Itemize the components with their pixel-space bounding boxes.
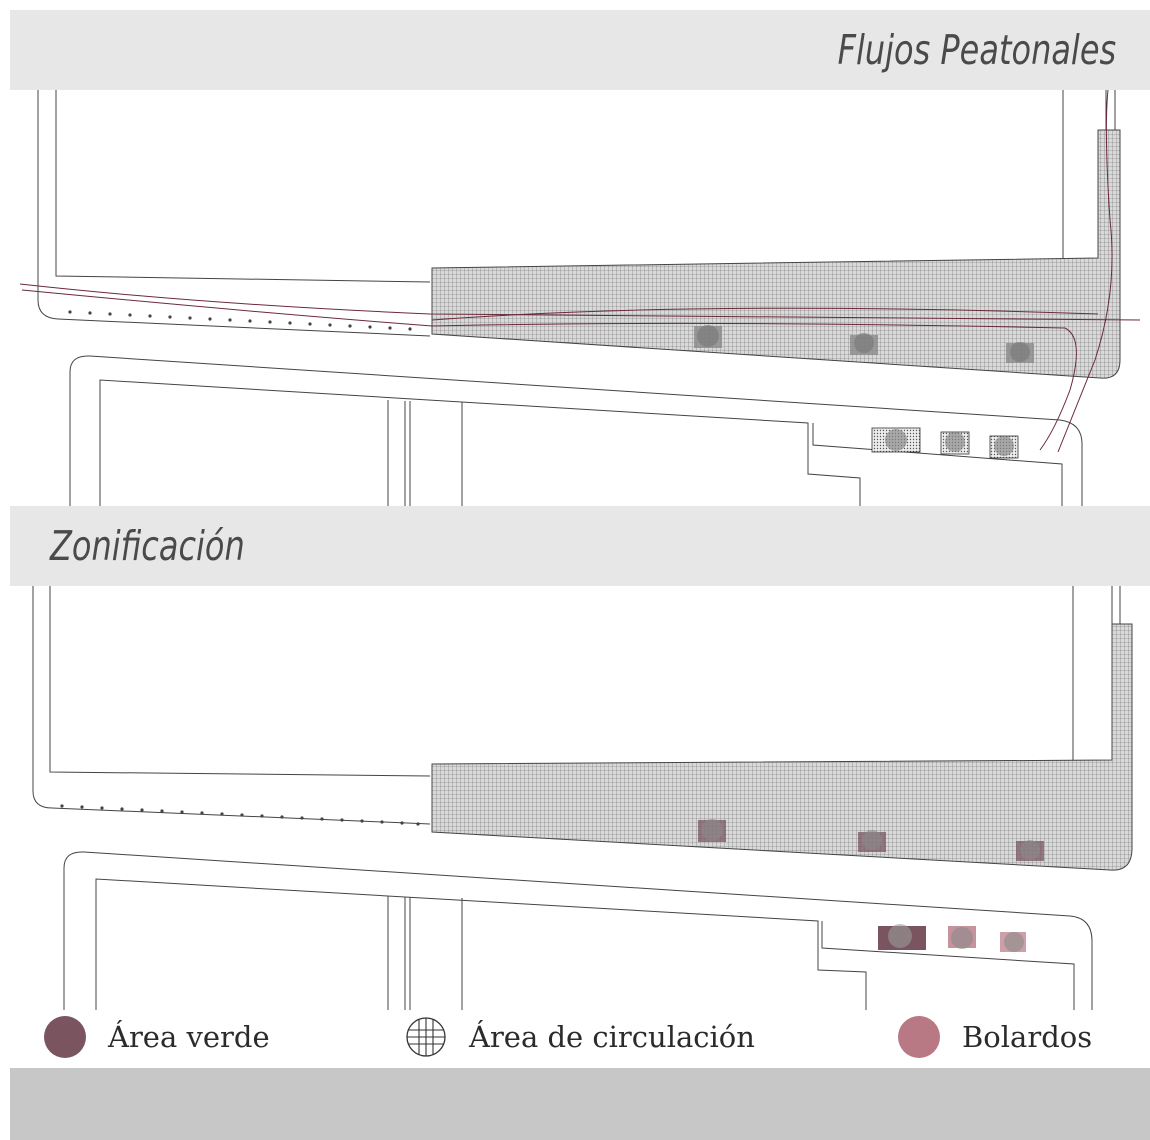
zoning-title: Zonificación (50, 522, 245, 570)
legend: Área verde Área de circulación Bolardos (0, 1010, 1150, 1068)
footer-bar (10, 1068, 1150, 1140)
flows-banner: Flujos Peatonales (10, 10, 1150, 90)
legend-label-circulation: Área de circulación (469, 1020, 755, 1054)
legend-label-green-area: Área verde (108, 1020, 270, 1054)
zoning-tree-icons (698, 819, 1044, 952)
circulation-area (431, 129, 1121, 379)
tree-icons (694, 325, 1034, 459)
flows-plan (19, 90, 1141, 506)
zoning-plan (32, 586, 1133, 1010)
flows-title: Flujos Peatonales (837, 26, 1116, 74)
legend-item-green-area: Área verde (44, 1015, 270, 1059)
zoning-circulation-area (431, 623, 1133, 871)
green-area-swatch-icon (44, 1016, 86, 1058)
legend-item-bollards: Bolardos (898, 1015, 1092, 1059)
hatched-circle-icon (406, 1017, 446, 1057)
flow-lines (19, 90, 1141, 453)
bollards-swatch-icon (898, 1016, 940, 1058)
zoning-banner: Zonificación (10, 506, 1150, 586)
legend-item-circulation: Área de circulación (405, 1015, 755, 1059)
legend-label-bollards: Bolardos (962, 1020, 1093, 1054)
